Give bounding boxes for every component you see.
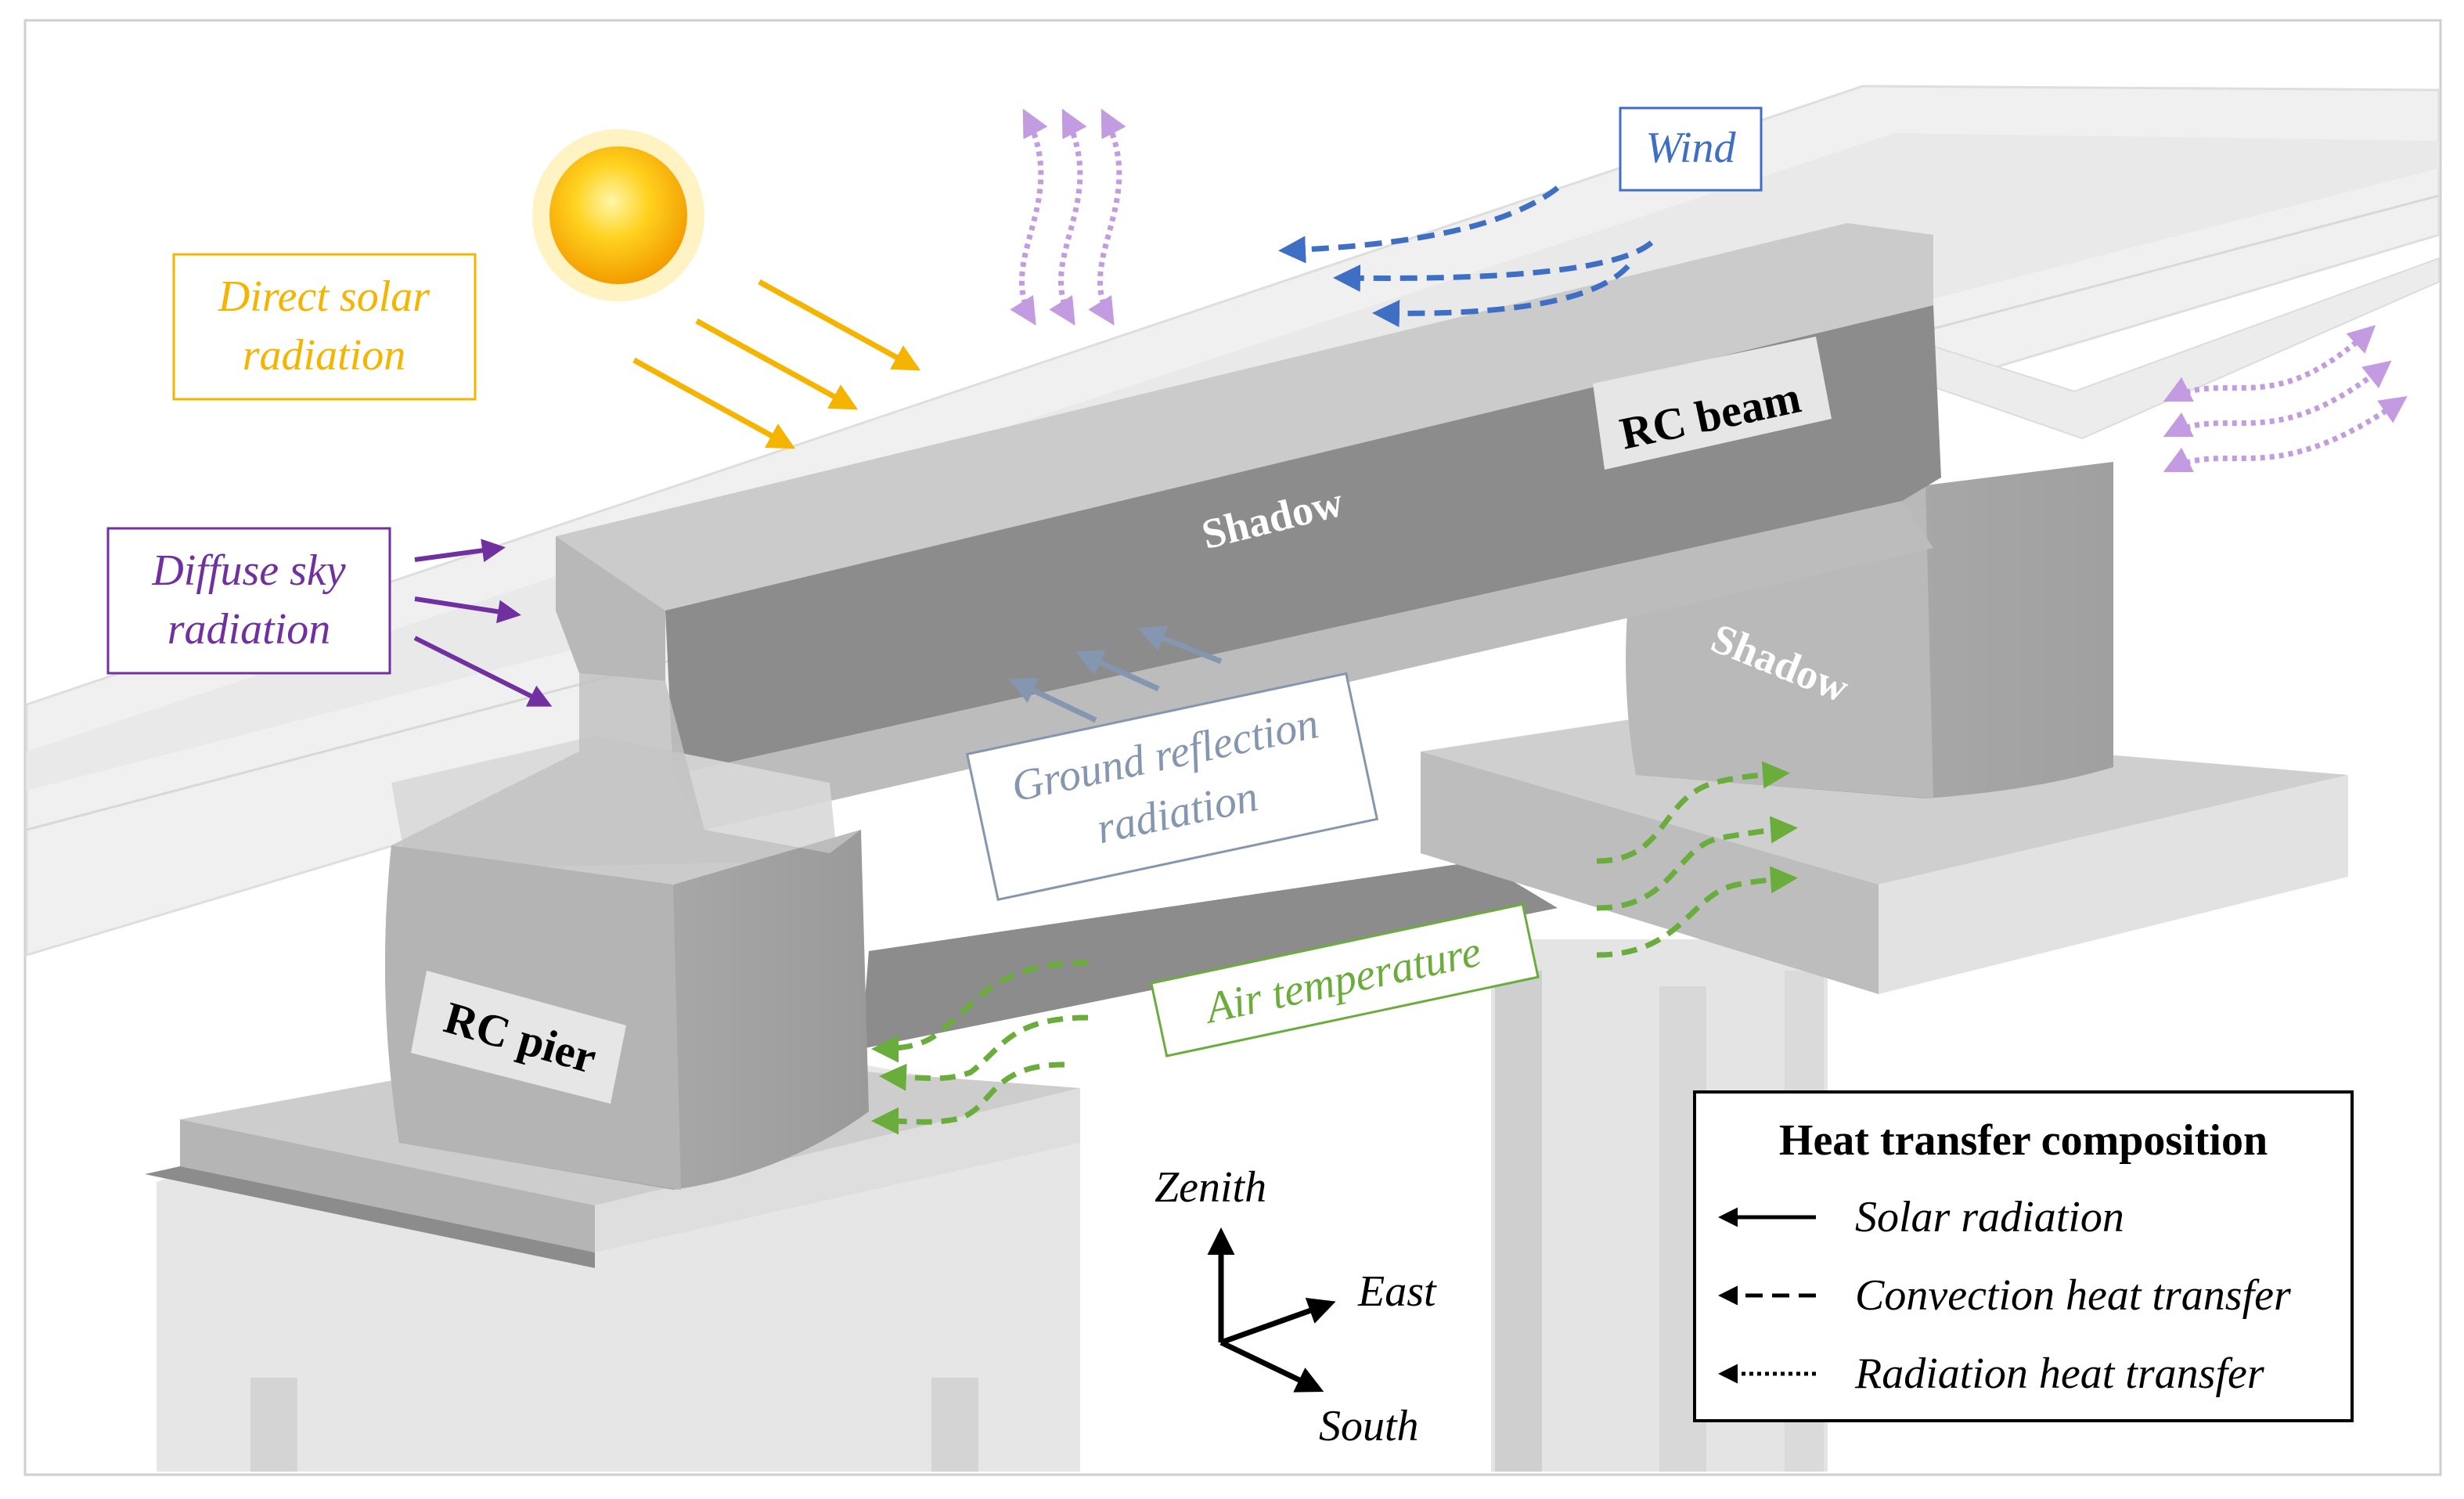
solar-arrow-1 bbox=[758, 279, 921, 371]
direct-solar-box bbox=[172, 253, 477, 401]
left-pier bbox=[385, 673, 869, 1190]
diffuse-arrow-3 bbox=[413, 636, 553, 707]
direct-solar-label-1: Direct solar bbox=[218, 272, 430, 321]
zenith-label: Zenith bbox=[1155, 1163, 1266, 1212]
wind-box bbox=[1619, 106, 1763, 192]
legend-box bbox=[1693, 1090, 2354, 1422]
east-axis bbox=[1219, 1297, 1336, 1346]
legend-convection-label: Convection heat transfer bbox=[1855, 1271, 2291, 1320]
air-arrows-right bbox=[1596, 761, 1798, 958]
ground-reflection-arrows bbox=[1008, 625, 1223, 723]
diffuse-arrows bbox=[413, 539, 553, 707]
diffuse-box bbox=[106, 527, 391, 675]
legend: Heat transfer composition Solar radiatio… bbox=[1693, 1090, 2354, 1422]
diffuse-arrow-2 bbox=[414, 596, 521, 624]
rc-beam-plate bbox=[1593, 337, 1832, 470]
radiation-emit-up bbox=[1010, 108, 1126, 326]
legend-radiation-label: Radiation heat transfer bbox=[1854, 1349, 2264, 1398]
solar-arrow-3 bbox=[632, 357, 796, 449]
south-axis bbox=[1219, 1339, 1324, 1393]
diffuse-label-1: Diffuse sky bbox=[151, 546, 345, 595]
diffuse-arrow-1 bbox=[414, 539, 506, 563]
wind-arrows bbox=[1278, 186, 1654, 328]
ground-shadow bbox=[861, 861, 1558, 1049]
south-label: South bbox=[1319, 1402, 1419, 1450]
direct-solar-label-2: radiation bbox=[243, 331, 405, 380]
ground-reflection-box: Ground reflection radiation bbox=[965, 672, 1379, 902]
orientation-axes bbox=[1207, 1227, 1336, 1393]
radiation-emit-right bbox=[2163, 325, 2408, 473]
diffuse-label-2: radiation bbox=[168, 605, 330, 654]
east-label: East bbox=[1357, 1267, 1437, 1316]
legend-title: Heat transfer composition bbox=[1779, 1116, 2268, 1165]
solar-arrows bbox=[632, 279, 921, 449]
rc-pier-plate bbox=[411, 971, 626, 1104]
wind-label: Wind bbox=[1645, 124, 1736, 172]
solar-arrow-2 bbox=[695, 318, 859, 410]
air-arrows-left bbox=[871, 960, 1089, 1135]
sun-icon bbox=[532, 129, 704, 301]
legend-solar-label: Solar radiation bbox=[1855, 1193, 2124, 1241]
